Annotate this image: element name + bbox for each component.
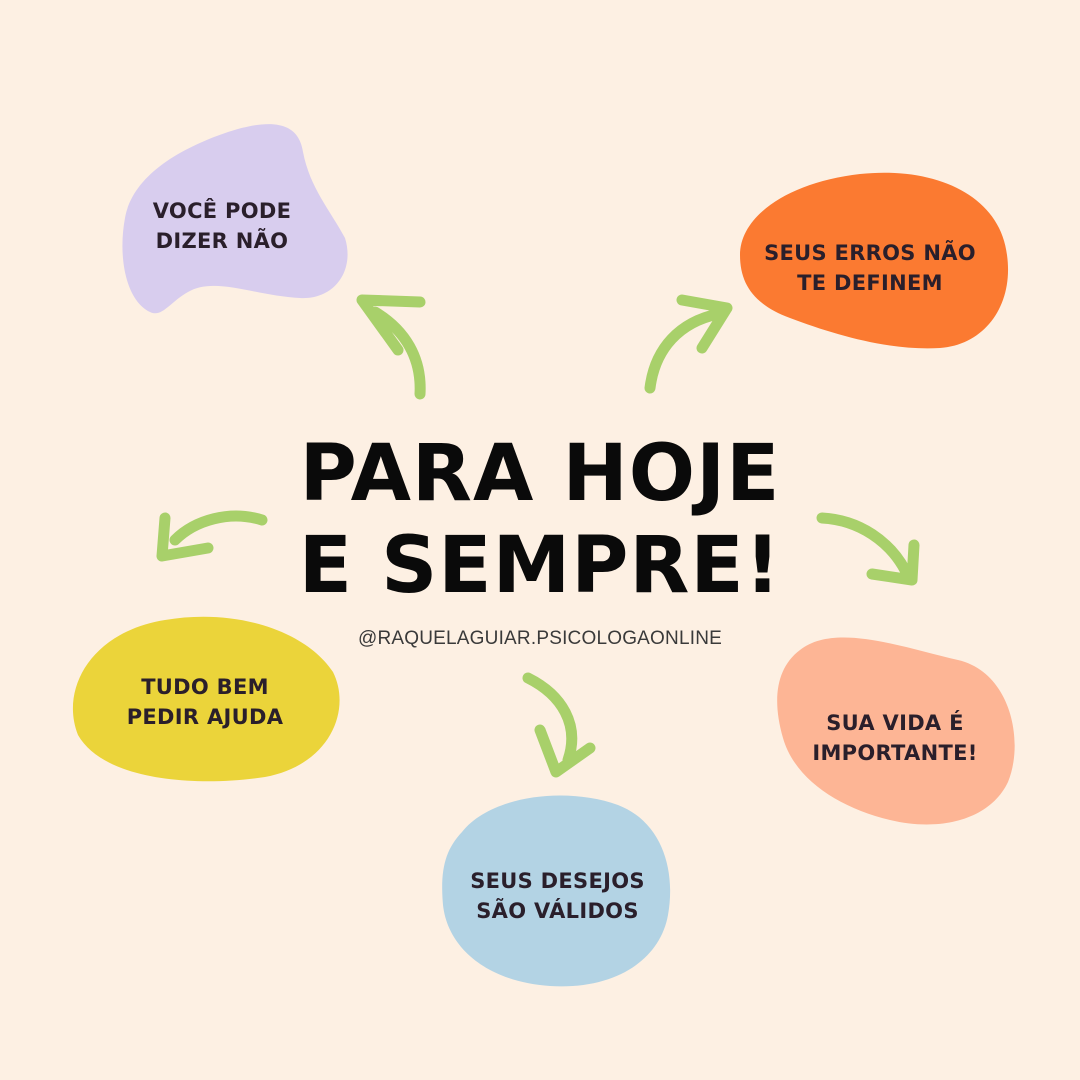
blob-line: IMPORTANTE! <box>812 741 978 765</box>
blob-line: PEDIR AJUDA <box>126 705 284 729</box>
blob-line: TUDO BEM <box>141 675 269 699</box>
arrow-to-voce-pode <box>356 294 426 400</box>
title-line-1: PARA HOJE <box>299 429 781 519</box>
author-handle: @RAQUELAGUIAR.PSICOLOGAONLINE <box>357 628 722 649</box>
blob-line: SEUS ERROS NÃO <box>764 241 976 265</box>
blob-line: SEUS DESEJOS <box>470 869 645 893</box>
blob-line: VOCÊ PODE <box>152 199 292 223</box>
blob-sua-vida-text: SUA VIDA É IMPORTANTE! <box>785 708 1005 768</box>
blob-seus-desejos-shape <box>442 795 671 987</box>
blob-sua-vida-shape <box>777 637 1015 825</box>
arrow-to-tudo-bem <box>156 510 268 562</box>
blob-line: TE DEFINEM <box>797 271 943 295</box>
blob-line: DIZER NÃO <box>155 229 289 253</box>
blob-tudo-bem-text: TUDO BEM PEDIR AJUDA <box>90 672 320 732</box>
blob-seus-erros-text: SEUS ERROS NÃO TE DEFINEM <box>745 238 995 298</box>
blob-seus-desejos-text: SEUS DESEJOS SÃO VÁLIDOS <box>445 866 670 926</box>
blob-tudo-bem-shape <box>72 616 340 782</box>
title-line-2: E SEMPRE! <box>298 521 782 611</box>
page-title: PARA HOJE E SEMPRE! <box>240 428 840 612</box>
arrow-to-seus-erros <box>644 294 733 394</box>
blob-voce-pode-shape <box>122 124 348 314</box>
blob-seus-erros-shape <box>740 172 1009 349</box>
blob-voce-pode-text: VOCÊ PODE DIZER NÃO <box>122 196 322 256</box>
arrow-to-sua-vida <box>816 512 920 586</box>
arrow-to-seus-desejos <box>522 672 596 778</box>
blob-line: SÃO VÁLIDOS <box>476 899 639 923</box>
blob-line: SUA VIDA É <box>826 711 964 735</box>
